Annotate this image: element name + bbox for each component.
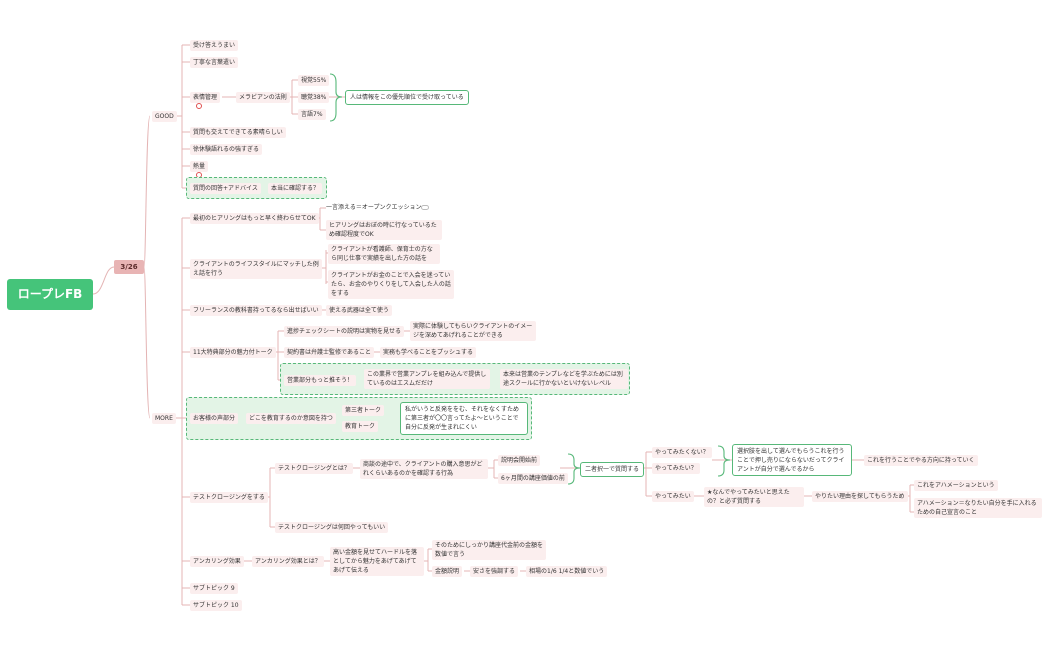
more-hearing[interactable]: 最初のヒアリングはもっと早く終わらせてOK bbox=[190, 213, 319, 224]
anchoring-market[interactable]: 相場の1/6 1/4と数値でいう bbox=[526, 566, 608, 577]
closing-q1[interactable]: やってみたくない？ bbox=[652, 447, 712, 458]
hearing-child-2[interactable]: ヒアリングはおぼの時に行なっているため確認程度でOK bbox=[326, 220, 442, 240]
tokuten-contract[interactable]: 契約書は弁護士監修であること bbox=[284, 347, 374, 358]
good-node[interactable]: GOOD bbox=[152, 111, 177, 122]
tokuten-contract-detail[interactable]: 実務も学べることをプッシュする bbox=[380, 347, 477, 358]
voice-edu[interactable]: 教育トーク bbox=[342, 421, 379, 432]
confirm-node[interactable]: 本当に確認する？ bbox=[268, 183, 323, 194]
closing-affirm-detail[interactable]: アハメーション＝なりたい自分を手に入れるための自己宣言のこと bbox=[914, 498, 1042, 518]
percent-visual[interactable]: 視覚55% bbox=[298, 75, 330, 86]
closing-q3[interactable]: やってみたい bbox=[652, 491, 694, 502]
marker-circle-icon bbox=[196, 103, 202, 109]
good-item-4[interactable]: 質問も交えてできてる素晴らしい bbox=[190, 127, 286, 138]
closing-choice-box[interactable]: 二者択一で質問する bbox=[580, 462, 645, 477]
anchoring-detail[interactable]: 高い金額を見せてハードルを落としてから魅力をあげてあげてあげて伝える bbox=[330, 547, 424, 576]
closing-before[interactable]: 説明会開始前 bbox=[498, 455, 541, 466]
good-item-7[interactable]: 質問の回答+アドバイス bbox=[190, 183, 261, 194]
more-anchoring[interactable]: アンカリング効果 bbox=[190, 556, 244, 567]
more-node[interactable]: MORE bbox=[152, 413, 176, 424]
summary-box[interactable]: 人は情報をこの優先順位で受け取っている bbox=[345, 90, 469, 105]
lifestyle-child-2[interactable]: クライアントがお金のことで入会を迷っていたら、お金のやりくりをして入会した人の話… bbox=[328, 270, 454, 299]
good-item-1[interactable]: 受け答えうまい bbox=[190, 40, 239, 51]
hearing-child-1[interactable]: 一言添える＝オープンクエッション bbox=[326, 204, 422, 211]
closing-q1-result[interactable]: これを行うことでやる方向に持っていく bbox=[864, 455, 978, 466]
closing-reason[interactable]: やりたい理由を探してもらうため bbox=[812, 491, 908, 502]
anchoring-price[interactable]: 金額説明 bbox=[432, 566, 463, 577]
good-item-3[interactable]: 表情管理 bbox=[190, 92, 221, 103]
anchoring-what[interactable]: アンカリング効果とは？ bbox=[252, 556, 324, 567]
good-item-5[interactable]: 徐休験語れるの強すぎる bbox=[190, 144, 263, 155]
date-node[interactable]: 3/26 bbox=[114, 260, 144, 274]
closing-q1-box[interactable]: 選択肢を出して選んでもらうこれを行うことで押し売りにならないだってクライアントが… bbox=[732, 444, 852, 476]
tokuten-check-detail[interactable]: 実際に体験してもらいクライアントのイメージを深めてあげれることができる bbox=[410, 321, 536, 341]
more-tokuten[interactable]: 11大特典部分の魅力付トーク bbox=[190, 347, 276, 358]
closing-count[interactable]: テストクロージングは何回やってもいい bbox=[275, 522, 389, 533]
anchoring-cheap[interactable]: 安さを強調する bbox=[470, 566, 519, 577]
good-item-2[interactable]: 丁寧な言葉遣い bbox=[190, 57, 239, 68]
tokuten-sales[interactable]: 営業部分もっと推そう！ bbox=[284, 375, 357, 386]
closing-what[interactable]: テストクロージングとは？ bbox=[275, 463, 353, 474]
closing-six[interactable]: 6ヶ月間の講座価値の前 bbox=[498, 473, 568, 484]
closing-what-detail[interactable]: 商談の途中で、クライアントの購入意思がどれくらいあるのかを確認する行為 bbox=[360, 459, 488, 479]
lifestyle-child-1[interactable]: クライアントが看護師、保育士の方なら同じ仕事で実績を出した方の話を bbox=[328, 244, 440, 264]
good-item-6[interactable]: 熱量 bbox=[190, 161, 209, 172]
tokuten-check[interactable]: 進捗チェックシートの説明は実物を見せる bbox=[284, 326, 405, 337]
anchoring-reason[interactable]: そのためにしっかり講座代金前の金額を数値で言う bbox=[432, 540, 546, 560]
more-lifestyle[interactable]: クライアントのライフスタイルにマッチした例え話を行う bbox=[190, 259, 322, 279]
more-voice[interactable]: お客様の声部分 bbox=[190, 413, 239, 424]
more-closing[interactable]: テストクロージングをする bbox=[190, 492, 268, 503]
closing-why[interactable]: ★なんでやってみたいと思えたの？と必ず質問する bbox=[704, 487, 804, 507]
voice-purpose[interactable]: どこを教育するのか意図を持つ bbox=[246, 413, 336, 424]
collapse-toggle-icon[interactable] bbox=[421, 205, 429, 210]
mehrabian-node[interactable]: メラビアンの法則 bbox=[236, 92, 290, 103]
tokuten-sales-detail[interactable]: この業界で営業アンプレを組み込んで提供しているのはエスムだだけ bbox=[364, 369, 490, 389]
more-sub9[interactable]: サブトピック 9 bbox=[190, 583, 238, 594]
more-freelance[interactable]: フリーランスの教科書持ってるなら出せばいい bbox=[190, 305, 322, 316]
closing-affirm[interactable]: これをアハメーションという bbox=[914, 480, 998, 491]
voice-third[interactable]: 第三者トーク bbox=[342, 405, 385, 416]
root-node[interactable]: ロープレFB bbox=[7, 279, 93, 310]
percent-verbal[interactable]: 言語7% bbox=[298, 109, 326, 120]
freelance-child[interactable]: 使える武器は全て使う bbox=[326, 305, 392, 316]
more-sub10[interactable]: サブトピック 10 bbox=[190, 600, 242, 611]
closing-q2[interactable]: やってみたい？ bbox=[652, 463, 700, 474]
voice-note-box[interactable]: 私がいうと反発ををむ、それをなくすために第三者が〇〇言ってたよ〜ということで自分… bbox=[400, 402, 528, 435]
tokuten-sales-note[interactable]: 本来は営業のテンプレなどを学ぶためには別途スクールに行かないといけないレベル bbox=[500, 369, 628, 389]
percent-audio[interactable]: 聴覚38% bbox=[298, 92, 330, 103]
